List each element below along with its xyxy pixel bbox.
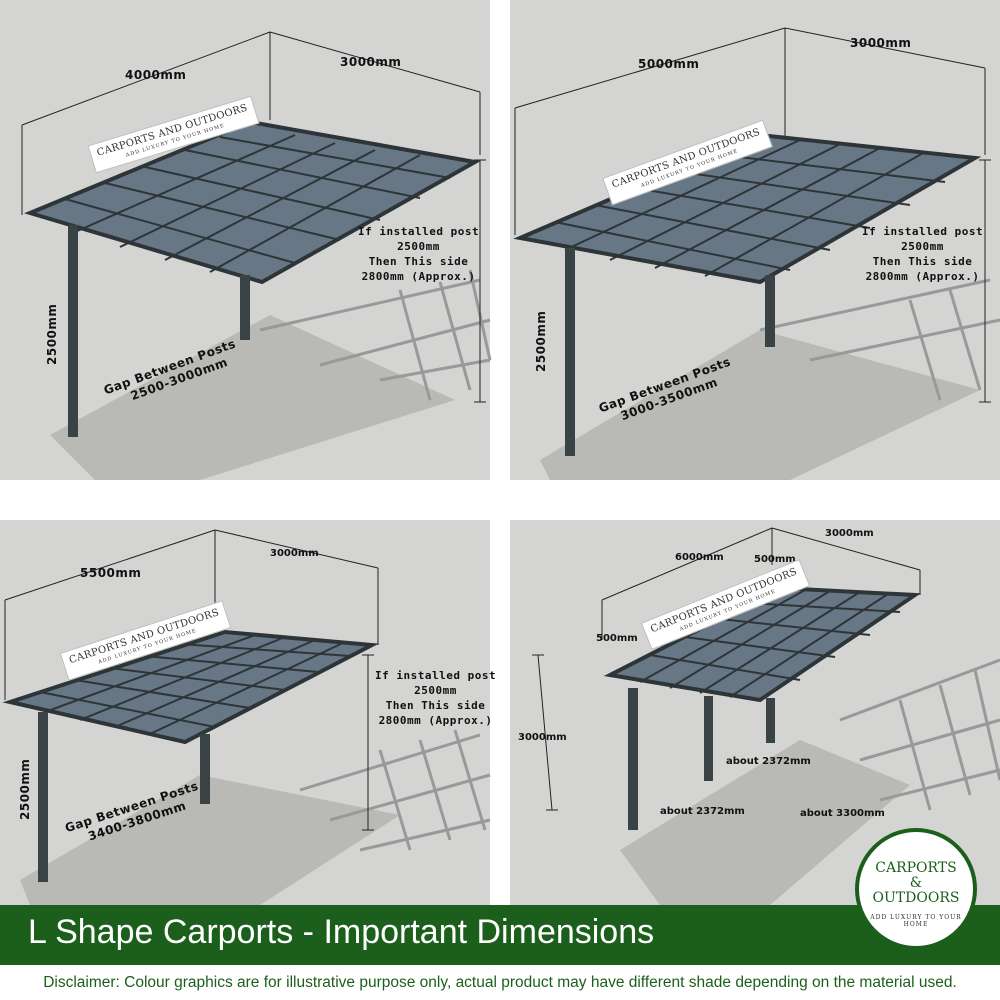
width-dimension: 3000mm [340,55,402,69]
post-height-dimension: 2500mm [45,303,59,365]
width-dimension: 3000mm [270,548,319,559]
width-dimension: 3000mm [825,528,874,539]
front-gap-dimension: about 2372mm [660,806,745,817]
post-height-dimension: 2500mm [534,310,548,372]
logo-line-2: & [909,875,923,891]
diagram-panel-5000: 5000mm 3000mm 2500mm Gap Between Posts 3… [510,0,1000,480]
banner-title: L Shape Carports - Important Dimensions [28,913,655,951]
back-gap-dimension: about 2372mm [726,756,811,767]
installation-note: If installed post 2500mm Then This side … [358,225,480,283]
carport-drawing [532,527,1000,905]
carport-drawing [2,529,491,905]
carport-drawing [21,31,492,480]
diagram-panel-4000: 4000mm 3000mm 2500mm Gap Between Posts 2… [0,0,492,480]
installation-note: If installed post 2500mm Then This side … [375,669,497,727]
front-overhang-dimension: 500mm [596,633,638,644]
title-banner: L Shape Carports - Important Dimensions [0,905,1000,965]
length-dimension: 6000mm [675,552,724,563]
length-dimension: 5500mm [80,566,142,580]
width-dimension: 3000mm [850,36,912,50]
post-height-dimension: 2500mm [18,758,32,820]
disclaimer-text: Disclaimer: Colour graphics are for illu… [0,966,1000,1000]
length-dimension: 4000mm [125,68,187,82]
logo-line-3: OUTDOORS [872,890,960,906]
diagram-panel-5500: 5500mm 3000mm 2500mm Gap Between Posts 3… [0,520,496,905]
depth-dimension: about 3300mm [800,808,885,819]
logo-line-1: CARPORTS [875,860,957,876]
side-overhang-dimension: 500mm [754,554,796,565]
length-dimension: 5000mm [638,57,700,71]
height-dimension: 3000mm [518,732,567,743]
installation-note: If installed post 2500mm Then This side … [862,225,984,283]
logo-tagline: ADD LUXURY TO YOUR HOME [870,914,962,928]
brand-logo: CARPORTS & OUTDOORS ADD LUXURY TO YOUR H… [855,828,977,950]
